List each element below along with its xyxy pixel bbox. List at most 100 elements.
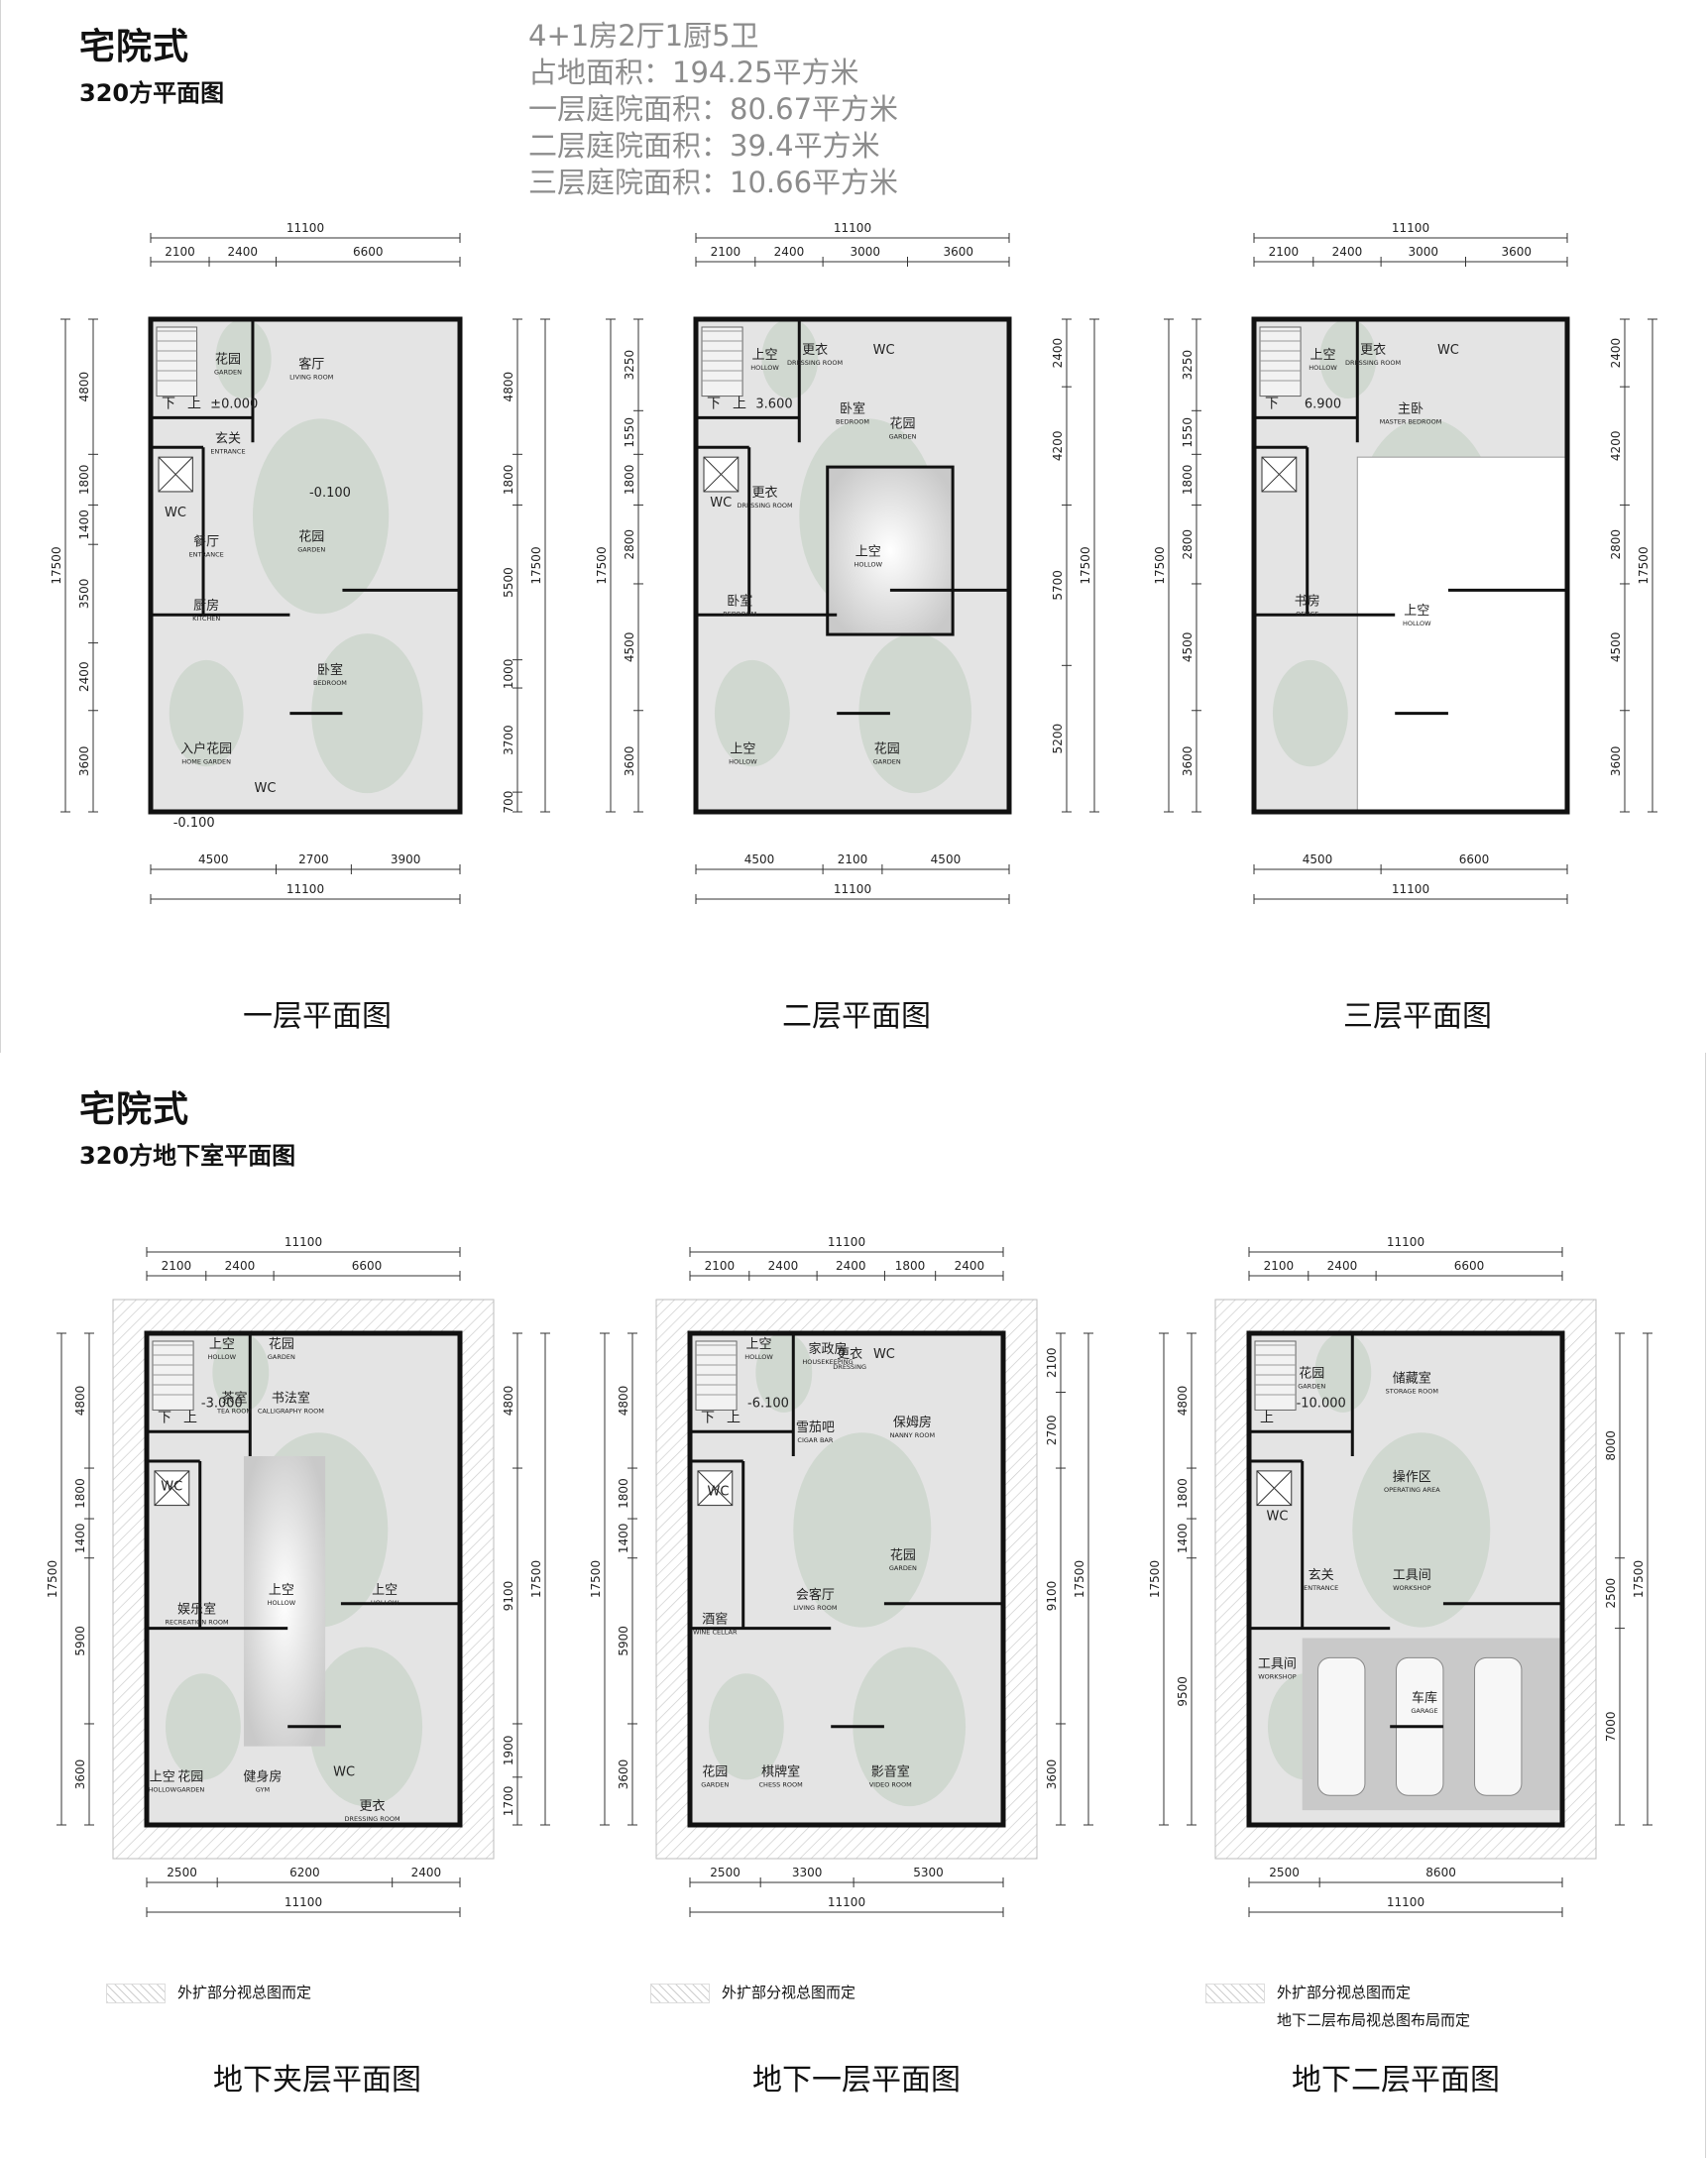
room-label-zh: 棋牌室 xyxy=(761,1763,800,1779)
summary-courtyard-3f: 三层庭院面积：10.66平方米 xyxy=(528,166,899,199)
dimension-total: 11100 xyxy=(1392,882,1429,896)
dimension-label: 1800 xyxy=(73,1478,87,1509)
dimension-label: 3600 xyxy=(617,1760,630,1790)
room-label-en: TEA ROOM xyxy=(216,1407,252,1415)
dimension-label: 1400 xyxy=(77,510,91,540)
room-label-zh: 雪茄吧 xyxy=(796,1420,835,1435)
left-divider-line xyxy=(0,0,1,1053)
dimension-label: 6200 xyxy=(289,1866,320,1879)
room-label-zh: WC xyxy=(254,781,276,796)
room-label-zh: WC xyxy=(161,1480,182,1495)
room-label-zh: WC xyxy=(1266,1509,1288,1524)
legend-basement-mezzanine: 外扩部分视总图而定 xyxy=(106,1982,311,2003)
stair-block xyxy=(1259,326,1302,398)
caption-floor-1: 一层平面图 xyxy=(243,999,392,1034)
room-label-en: HOLLOW xyxy=(729,757,757,765)
room-label-en: OFFICE xyxy=(1296,610,1318,618)
dimension-label: 1800 xyxy=(77,465,91,496)
room-label-en: CALLIGRAPHY ROOM xyxy=(258,1407,324,1415)
dimension-total: 17500 xyxy=(1153,546,1167,584)
dimension-total: 17500 xyxy=(1079,546,1092,584)
room-label-zh: 保姆房 xyxy=(893,1415,932,1430)
dimension-total: 17500 xyxy=(1073,1560,1086,1598)
dimension-label: 1800 xyxy=(617,1478,630,1509)
dimension-label: 2700 xyxy=(298,852,329,866)
dimension-label: 6600 xyxy=(1454,1259,1485,1273)
dimension-label: 3600 xyxy=(1181,746,1195,777)
dimension-total: 17500 xyxy=(529,546,543,584)
dimension-label: 3600 xyxy=(623,746,636,777)
level-mark: -6.100 xyxy=(747,1396,789,1411)
dimension-label: 1800 xyxy=(502,465,515,496)
room-label-zh: 娱乐室 xyxy=(177,1602,216,1618)
level-mark: -10.000 xyxy=(1297,1396,1346,1411)
room-label-en: DRESSING ROOM xyxy=(344,1815,399,1823)
room-label-zh: 卧室 xyxy=(840,400,865,416)
room-label-en: GARDEN xyxy=(1298,1383,1325,1391)
stair-label: 上 xyxy=(183,1410,197,1425)
exterior-wall xyxy=(693,316,1012,815)
room-label-en: STORAGE ROOM xyxy=(1386,1388,1438,1396)
room-label-zh: 车库 xyxy=(1412,1690,1437,1706)
dimension-label: 4800 xyxy=(73,1386,87,1417)
garden-greenery xyxy=(169,659,244,767)
dimension-label: 1800 xyxy=(1181,465,1195,496)
elevator-cross xyxy=(154,1470,190,1506)
dimension-label: 4800 xyxy=(1176,1386,1190,1417)
room-label-zh: WC xyxy=(707,1485,729,1500)
stair-label: 下 xyxy=(158,1410,171,1425)
dimension-label: 2100 xyxy=(711,245,741,259)
exterior-wall xyxy=(144,1330,463,1828)
garage-car xyxy=(1474,1656,1523,1796)
legend-basement-1: 外扩部分视总图而定 xyxy=(650,1982,855,2003)
dimension-label: 2400 xyxy=(1609,338,1623,369)
dimension-label: 2100 xyxy=(1264,1259,1295,1273)
garden-greenery xyxy=(853,1647,967,1807)
room-label-zh: 客厅 xyxy=(298,357,324,373)
dimension-label: 4800 xyxy=(502,1386,515,1417)
garden-greenery xyxy=(714,659,790,767)
dimension-label: 3600 xyxy=(73,1760,87,1790)
room-label-zh: 花园 xyxy=(177,1768,203,1784)
dimension-label: 5900 xyxy=(73,1626,87,1656)
hollow-void xyxy=(826,465,955,636)
level-mark: -0.100 xyxy=(173,816,215,831)
room-label-en: HOLLOW xyxy=(854,561,883,569)
dimension-label: 3600 xyxy=(943,245,973,259)
dimension-label: 1800 xyxy=(623,465,636,496)
dimension-total: 17500 xyxy=(50,546,63,584)
garden-greenery xyxy=(708,1673,784,1780)
room-label-zh: 上空 xyxy=(1404,604,1429,619)
room-label-zh: 厨房 xyxy=(193,598,219,614)
room-label-en: RECREATION ROOM xyxy=(166,1619,229,1627)
room-label-en: HOLLOW xyxy=(371,1599,399,1607)
level-mark: -0.100 xyxy=(309,486,351,501)
area-summary: 4+1房2厅1厨5卫 占地面积：194.25平方米 一层庭院面积：80.67平方… xyxy=(528,18,898,201)
dimension-label: 6600 xyxy=(353,245,384,259)
caption-basement-1: 地下一层平面图 xyxy=(752,2063,961,2098)
room-label-zh: 家政房 xyxy=(809,1341,848,1357)
dimension-label: 2100 xyxy=(1045,1347,1059,1378)
exterior-wall xyxy=(687,1330,1006,1828)
dimension-label: 5900 xyxy=(617,1626,630,1656)
dimension-label: 3900 xyxy=(391,852,421,866)
dimension-total: 11100 xyxy=(834,221,871,235)
dimension-label: 4500 xyxy=(1181,632,1195,663)
room-label-en: CHESS ROOM xyxy=(759,1780,803,1788)
dimension-label: 2100 xyxy=(838,852,868,866)
room-label-en: BEDROOM xyxy=(723,610,756,618)
dimension-label: 5200 xyxy=(1051,724,1065,754)
legend-text: 外扩部分视总图而定 xyxy=(722,1984,856,2001)
lower-title: 宅院式 xyxy=(79,1089,190,1130)
dimension-label: 2100 xyxy=(162,1259,192,1273)
elevator-cross xyxy=(703,456,740,493)
room-label-zh: 上空 xyxy=(855,545,881,560)
room-label-zh: 餐厅 xyxy=(193,534,219,550)
room-label-en: HOME GARDEN xyxy=(181,757,231,765)
dimension-label: 2400 xyxy=(1051,338,1065,369)
dimension-label: 2100 xyxy=(165,245,195,259)
elevator-cross xyxy=(1261,456,1298,493)
dimension-label: 2400 xyxy=(955,1259,985,1273)
